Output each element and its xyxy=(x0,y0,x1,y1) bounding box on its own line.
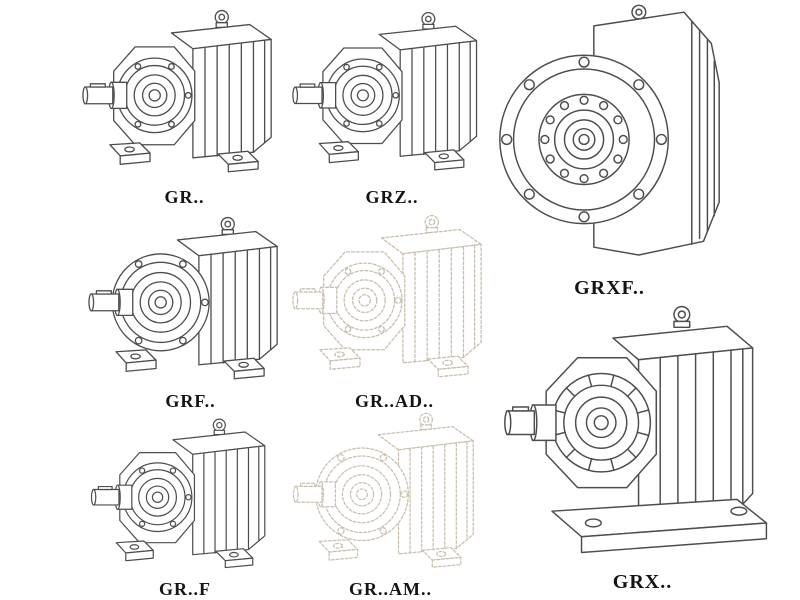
gearbox-figure-grxf: GRXF.. xyxy=(492,0,727,300)
gearbox-label-gr-am: GR..AM.. xyxy=(349,579,432,599)
gearbox-figure-gr-f: GR..F xyxy=(85,414,285,600)
gearbox-drawing-gr-f xyxy=(85,414,285,577)
gearbox-figure-grx: GRX.. xyxy=(495,298,790,594)
gearbox-label-grf: GRF.. xyxy=(165,391,216,411)
gearbox-drawing-grx xyxy=(495,298,790,569)
gearbox-label-gr-ad: GR..AD.. xyxy=(355,391,434,411)
gearbox-drawing-grz xyxy=(292,2,492,185)
gearbox-figure-gr-am: GR..AM.. xyxy=(288,408,493,600)
gearbox-drawing-grxf xyxy=(492,0,727,275)
gearbox-label-grx: GRX.. xyxy=(612,571,673,593)
gearbox-figure-grz: GRZ.. xyxy=(292,2,492,208)
gearbox-label-grxf: GRXF.. xyxy=(574,277,645,299)
gearbox-drawing-gr-ad xyxy=(292,208,497,389)
gearbox-label-gr: GR.. xyxy=(164,187,205,207)
gearbox-drawing-gr xyxy=(82,2,287,185)
gearbox-figure-gr-ad: GR..AD.. xyxy=(292,208,497,412)
gearbox-figure-grf: GRF.. xyxy=(88,212,293,412)
gearbox-label-gr-f: GR..F xyxy=(159,579,211,599)
gearbox-drawing-gr-am xyxy=(288,408,493,577)
gearbox-figure-gr: GR.. xyxy=(82,2,287,208)
gearbox-label-grz: GRZ.. xyxy=(365,187,419,207)
gearbox-drawing-grf xyxy=(88,212,293,389)
